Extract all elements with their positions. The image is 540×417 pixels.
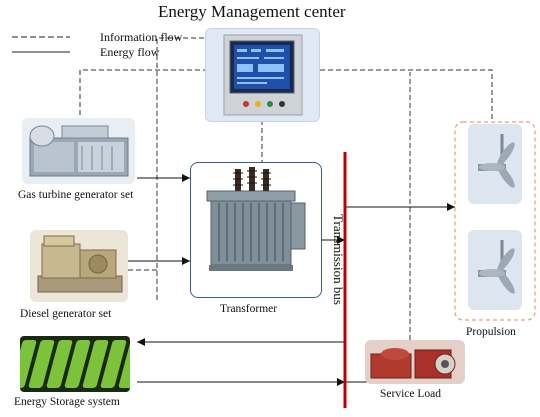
legend-information-label: Information flow: [100, 30, 183, 44]
diesel-generator-image: [30, 230, 128, 302]
arrow-to-transformer-diesel: [182, 257, 190, 265]
transmission-bus-label: Transmission bus: [331, 214, 346, 305]
gas-turbine-icon: [29, 125, 129, 177]
diesel-generator-icon: [37, 235, 123, 293]
propeller-icon: [478, 134, 515, 188]
propulsion-unit-bottom: [468, 230, 522, 310]
service-load-label: Service Load: [380, 388, 441, 400]
propeller-icon: [478, 240, 515, 294]
battery-cells-icon: [10, 340, 145, 388]
legend-energy-label: Energy flow: [100, 45, 160, 59]
arrow-to-propulsion: [447, 203, 455, 211]
control-cabinet-icon: [223, 34, 303, 116]
diesel-generator-label: Diesel generator set: [20, 308, 112, 320]
service-load-icon: [370, 348, 456, 379]
arrow-to-transformer-gas: [182, 174, 190, 182]
service-load-image: [365, 340, 465, 384]
arrow-to-storage: [137, 338, 145, 346]
transformer-label: Transformer: [220, 303, 278, 315]
propulsion-label: Propulsion: [466, 326, 516, 338]
transformer-icon: [206, 167, 306, 271]
energy-storage-image: [10, 336, 145, 392]
diagram-title: Energy Management center: [158, 2, 346, 21]
information-flow-lines: [79, 37, 493, 340]
propulsion-container: [454, 121, 536, 321]
arrow-to-bus-from-storage: [337, 378, 345, 386]
gas-turbine-image: [22, 118, 135, 184]
gas-turbine-label: Gas turbine generator set: [18, 189, 134, 201]
propulsion-unit-top: [468, 124, 522, 204]
arrow-to-bus: [337, 236, 345, 244]
energy-management-panel: [205, 28, 320, 122]
energy-storage-label: Energy Storage system: [14, 396, 120, 408]
arrowheads: [137, 174, 455, 386]
transformer-box: [190, 162, 322, 298]
